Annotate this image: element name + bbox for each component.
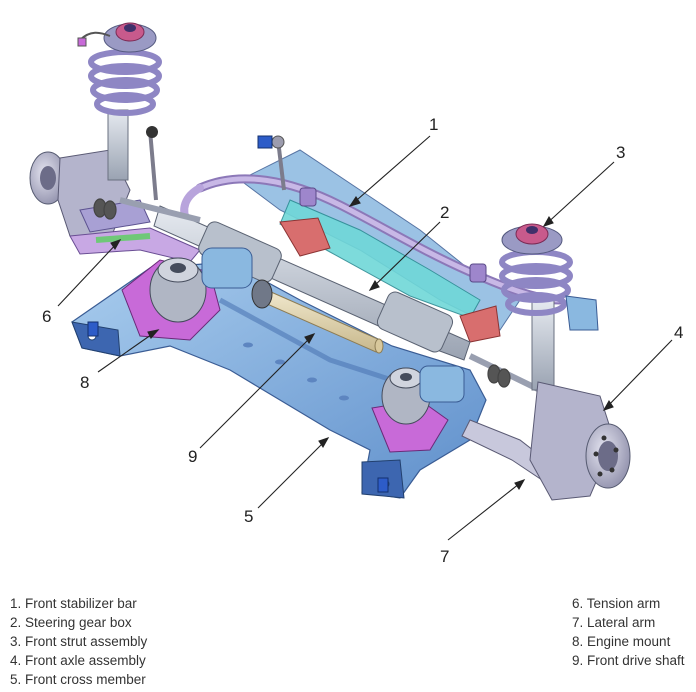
callout-4: 4: [674, 323, 683, 342]
callout-6: 6: [42, 307, 51, 326]
callout-leaders: [57, 135, 673, 541]
engine-mount-right: [371, 365, 465, 453]
front-stabilizer-bar: [180, 135, 565, 305]
right-strut-assembly: [499, 223, 599, 391]
legend-item: 3. Front strut assembly: [10, 634, 148, 649]
engine-mount-left: [121, 247, 253, 341]
callout-numbers: 1 2 3 4 5 6 7 8 9: [42, 115, 683, 566]
legend-right: 6. Tension arm 7. Lateral arm 8. Engine …: [572, 594, 685, 670]
legend-item: 4. Front axle assembly: [10, 653, 146, 668]
front-axle-assembly: [529, 381, 631, 501]
suspension-diagram: 1 2 3 4 5 6 7 8 9: [29, 22, 683, 566]
legend-item: 8. Engine mount: [572, 634, 671, 649]
callout-2: 2: [440, 203, 449, 222]
callout-7: 7: [440, 547, 449, 566]
callout-5: 5: [244, 507, 253, 526]
callout-3: 3: [616, 143, 625, 162]
legend-item: 9. Front drive shaft: [572, 653, 685, 668]
red-brackets: [279, 217, 501, 343]
left-knuckle: [29, 149, 151, 241]
mount-bolts: [87, 135, 389, 493]
callout-1: 1: [429, 115, 438, 134]
legend-item: 5. Front cross member: [10, 672, 146, 687]
legend-item: 2. Steering gear box: [10, 615, 132, 630]
legend-item: 1. Front stabilizer bar: [10, 596, 137, 611]
left-strut-assembly: [77, 22, 162, 201]
front-drive-shaft: [251, 279, 384, 354]
callout-9: 9: [188, 447, 197, 466]
legend-left: 1. Front stabilizer bar 2. Steering gear…: [10, 594, 147, 689]
callout-8: 8: [80, 373, 89, 392]
legend-item: 6. Tension arm: [572, 596, 661, 611]
legend-item: 7. Lateral arm: [572, 615, 656, 630]
